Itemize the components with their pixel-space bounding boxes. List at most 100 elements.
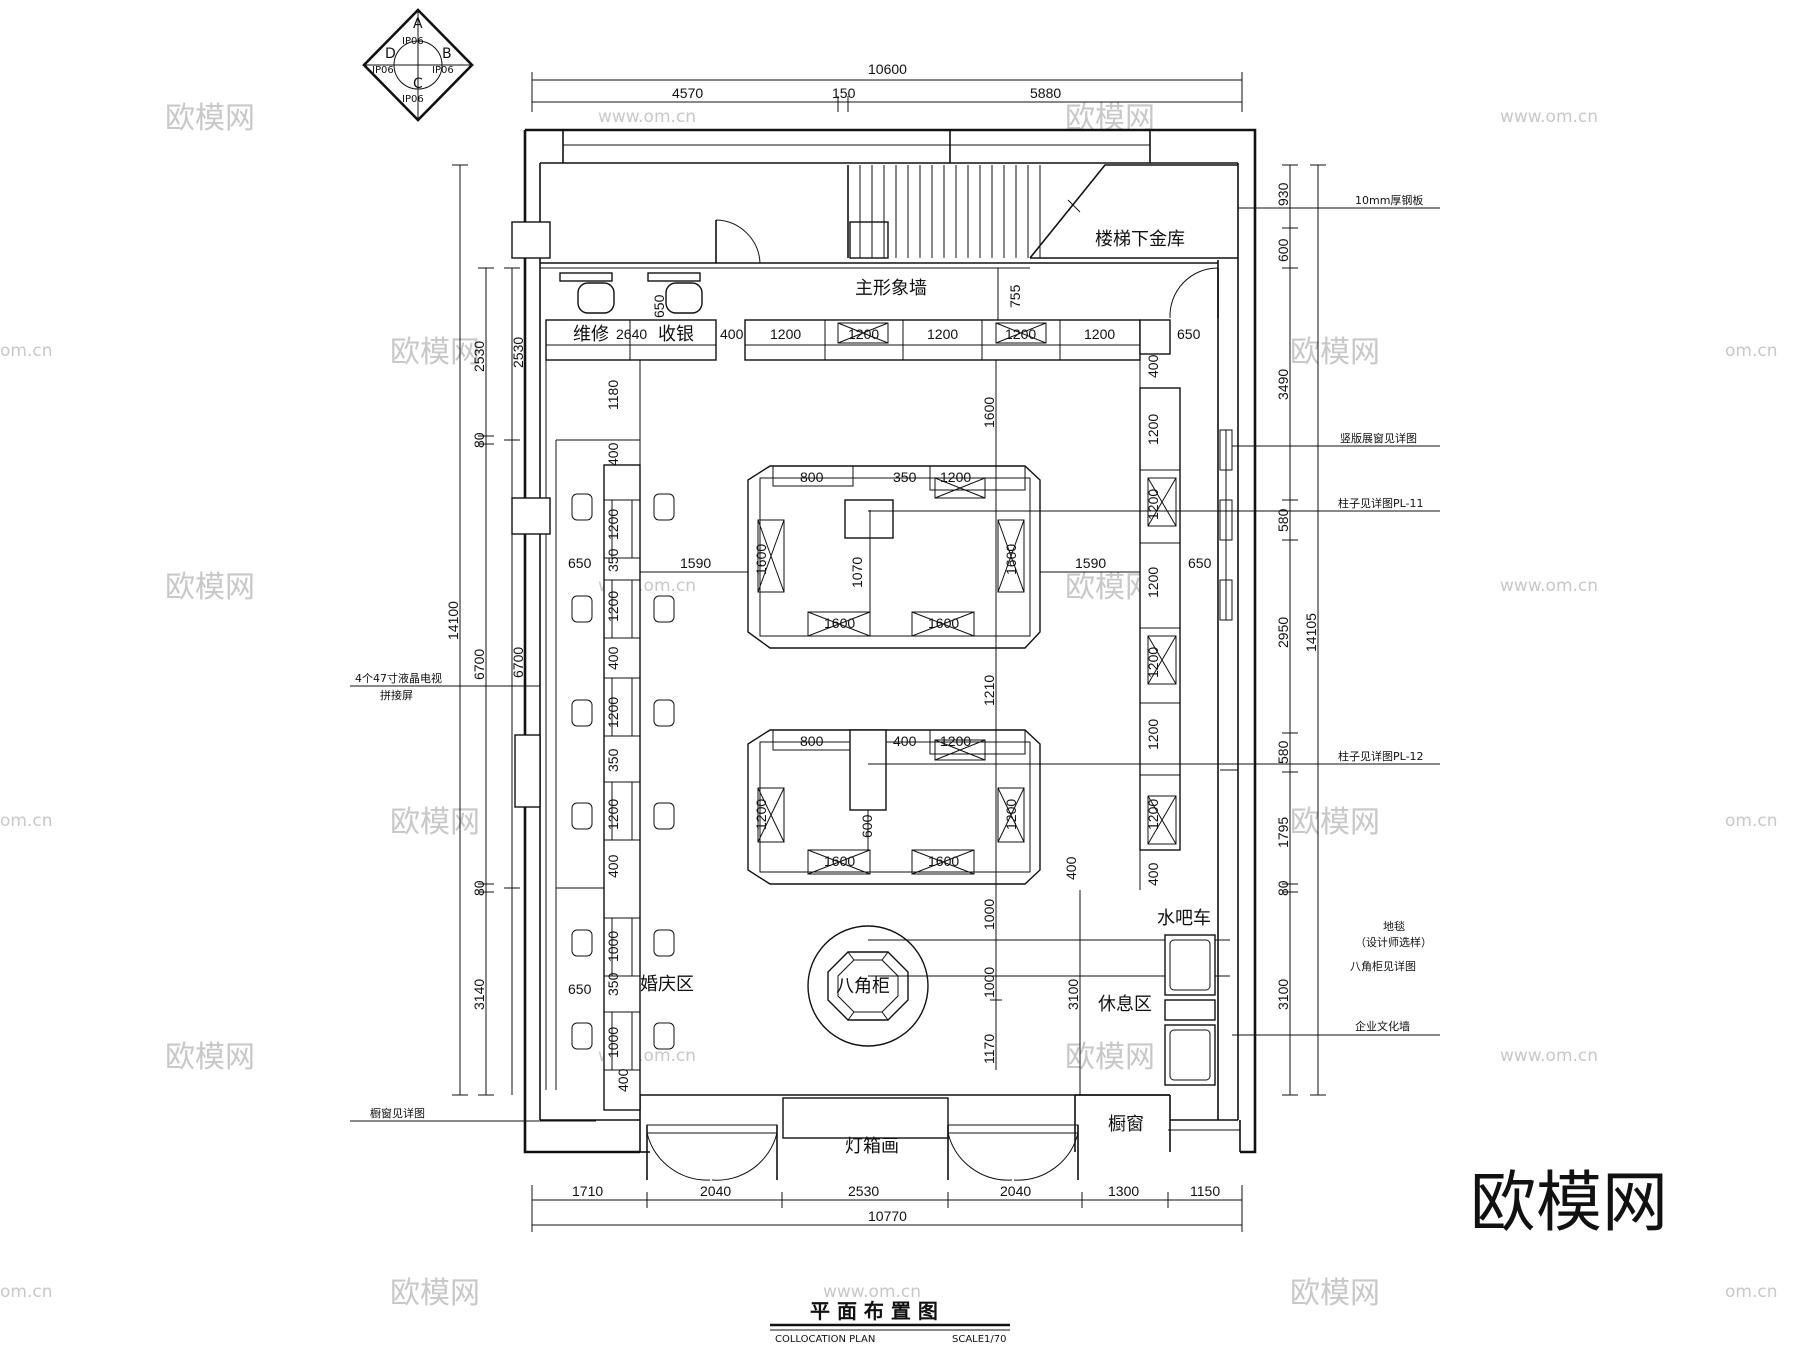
left-annotations: 4个47寸液晶电视 拼接屏 橱窗见详图 xyxy=(350,671,596,1122)
watermark-url: om.cn xyxy=(0,811,53,831)
dim-1600: 1600 xyxy=(824,615,855,631)
dim-right: 3100 xyxy=(1275,979,1291,1010)
dim-rv: 400 xyxy=(1145,354,1161,378)
dim-right: 580 xyxy=(1275,740,1291,764)
note-window-detail: 橱窗见详图 xyxy=(370,1106,425,1120)
dim-rv: 1200 xyxy=(1145,489,1161,520)
right-showcases: 400 1200 1200 1200 1200 1200 1200 400 65… xyxy=(1139,354,1238,890)
note-tv: 4个47寸液晶电视 xyxy=(355,671,442,685)
watermark-url: www.om.cn xyxy=(823,1282,921,1302)
label-water-bar: 水吧车 xyxy=(1157,908,1211,929)
dim-lv: 350 xyxy=(605,748,621,772)
dim-rv: 1200 xyxy=(1145,799,1161,830)
note-carpet: 地毯 xyxy=(1383,919,1405,933)
dim-right: 580 xyxy=(1275,508,1291,532)
dim-1170: 1170 xyxy=(981,1034,997,1064)
dim-left-b: 80 xyxy=(471,432,487,448)
dim-800: 800 xyxy=(800,469,824,485)
dim-top-row: 1200 xyxy=(1084,326,1115,342)
dim-top-right: 5880 xyxy=(1030,85,1061,101)
bottom-dimensions: 1710 2040 2530 2040 1300 1150 10770 xyxy=(531,1183,1243,1232)
dim-right: 2950 xyxy=(1275,617,1291,648)
center-dims: 1600 1210 1000 1000 1170 1590 1590 xyxy=(640,360,1148,1070)
dim-lv: 1200 xyxy=(605,799,621,830)
top-counter-dims: 2640 400 1200 1200 1200 1200 1200 650 65… xyxy=(616,268,1201,342)
compass-b: B xyxy=(442,46,452,62)
dim-top-row: 1200 xyxy=(770,326,801,342)
dim-1000: 1000 xyxy=(981,967,997,998)
label-rest: 休息区 xyxy=(1098,994,1152,1015)
dim-3100: 3100 xyxy=(1065,979,1081,1010)
watermark-logo-large: 欧模网 xyxy=(1470,1164,1668,1241)
left-column-dims: 400 1200 350 1200 400 1200 350 1200 400 … xyxy=(568,360,641,1092)
dim-1200: 1200 xyxy=(940,469,971,485)
dim-1600: 1600 xyxy=(928,853,959,869)
watermark-url: om.cn xyxy=(1725,341,1778,361)
watermark-url: om.cn xyxy=(1725,811,1778,831)
dim-1600: 1600 xyxy=(1003,544,1019,575)
note-pillar-12: 柱子见详图PL-12 xyxy=(1338,749,1424,763)
compass-d: D xyxy=(385,46,396,62)
dim-1200: 1200 xyxy=(753,799,769,830)
dim-1590: 1590 xyxy=(680,555,711,571)
left-dimensions: 14100 2530 80 6700 80 3140 2530 6700 xyxy=(445,164,526,1096)
note-vertical-window: 竖版展窗见详图 xyxy=(1340,431,1417,445)
dim-right: 930 xyxy=(1275,182,1291,206)
dim-right-total: 14105 xyxy=(1303,613,1319,652)
dim-lv: 400 xyxy=(605,854,621,878)
watermark-logo: 欧模网 xyxy=(1290,1276,1380,1311)
dim-top-row: 1200 xyxy=(848,326,879,342)
note-steel: 10mm厚钢板 xyxy=(1355,193,1423,207)
dim-1590: 1590 xyxy=(1075,555,1106,571)
dim-1200: 1200 xyxy=(940,733,971,749)
staircase xyxy=(847,164,1238,259)
dim-lv: 1200 xyxy=(605,697,621,728)
note-culture-wall: 企业文化墙 xyxy=(1355,1019,1410,1033)
label-cashier: 收银 xyxy=(658,324,694,345)
watermark-logo: 欧模网 xyxy=(165,1040,255,1075)
dim-left-e: 3140 xyxy=(471,979,487,1010)
dim-650: 650 xyxy=(651,294,667,318)
compass-code: IP06 xyxy=(402,94,424,105)
label-repair: 维修 xyxy=(573,324,609,345)
watermark-logo: 欧模网 xyxy=(1290,335,1380,370)
dim-left-c: 6700 xyxy=(471,649,487,680)
label-light-box: 灯箱画 xyxy=(845,1136,899,1157)
dim-lv: 400 xyxy=(605,442,621,466)
dim-lv: 400 xyxy=(615,1068,631,1092)
label-octagon: 八角柜 xyxy=(836,976,890,997)
room-labels: 楼梯下金库 主形象墙 维修 收银 婚庆区 八角柜 休息区 水吧车 灯箱画 橱窗 xyxy=(573,229,1211,1157)
dim-left-d: 80 xyxy=(471,880,487,896)
dim-lv: 1200 xyxy=(605,509,621,540)
dim-lv: 1000 xyxy=(605,1027,621,1058)
dim-755: 755 xyxy=(1007,284,1023,308)
entrance-doors xyxy=(646,1124,1079,1181)
dim-right: 3490 xyxy=(1275,369,1291,400)
dim-top-row: 400 xyxy=(720,326,744,342)
dim-rv: 400 xyxy=(1145,862,1161,886)
dim-left-total: 14100 xyxy=(445,601,461,640)
top-dimensions: 10600 4570 150 5880 xyxy=(531,61,1243,112)
dim-1600: 1600 xyxy=(824,853,855,869)
dim-top-mid: 150 xyxy=(832,85,856,101)
dim-rv: 1200 xyxy=(1145,414,1161,445)
watermark-url: www.om.cn xyxy=(598,107,696,127)
dim-left-inner-c: 6700 xyxy=(510,647,526,678)
left-showcases xyxy=(511,360,641,1111)
dim-lv: 350 xyxy=(605,972,621,996)
dim-400: 400 xyxy=(1063,856,1079,880)
note-carpet-sub: （设计师选样） xyxy=(1355,935,1432,949)
dim-bottom-seg: 2530 xyxy=(848,1183,879,1199)
watermark-url: om.cn xyxy=(0,1282,53,1302)
label-window: 橱窗 xyxy=(1108,1114,1144,1135)
dim-650-b: 650 xyxy=(568,981,592,997)
watermark-logo: 欧模网 xyxy=(1065,1040,1155,1075)
display-island-2: 800 400 1200 1200 1200 1600 1600 600 xyxy=(747,729,1041,885)
note-pillar-11: 柱子见详图PL-11 xyxy=(1338,496,1424,510)
compass-code: IP06 xyxy=(432,65,454,76)
dim-bottom-seg: 1150 xyxy=(1190,1183,1220,1199)
dim-top-row: 1200 xyxy=(1005,326,1036,342)
dim-right: 600 xyxy=(1275,238,1291,262)
compass-c: C xyxy=(413,76,423,92)
